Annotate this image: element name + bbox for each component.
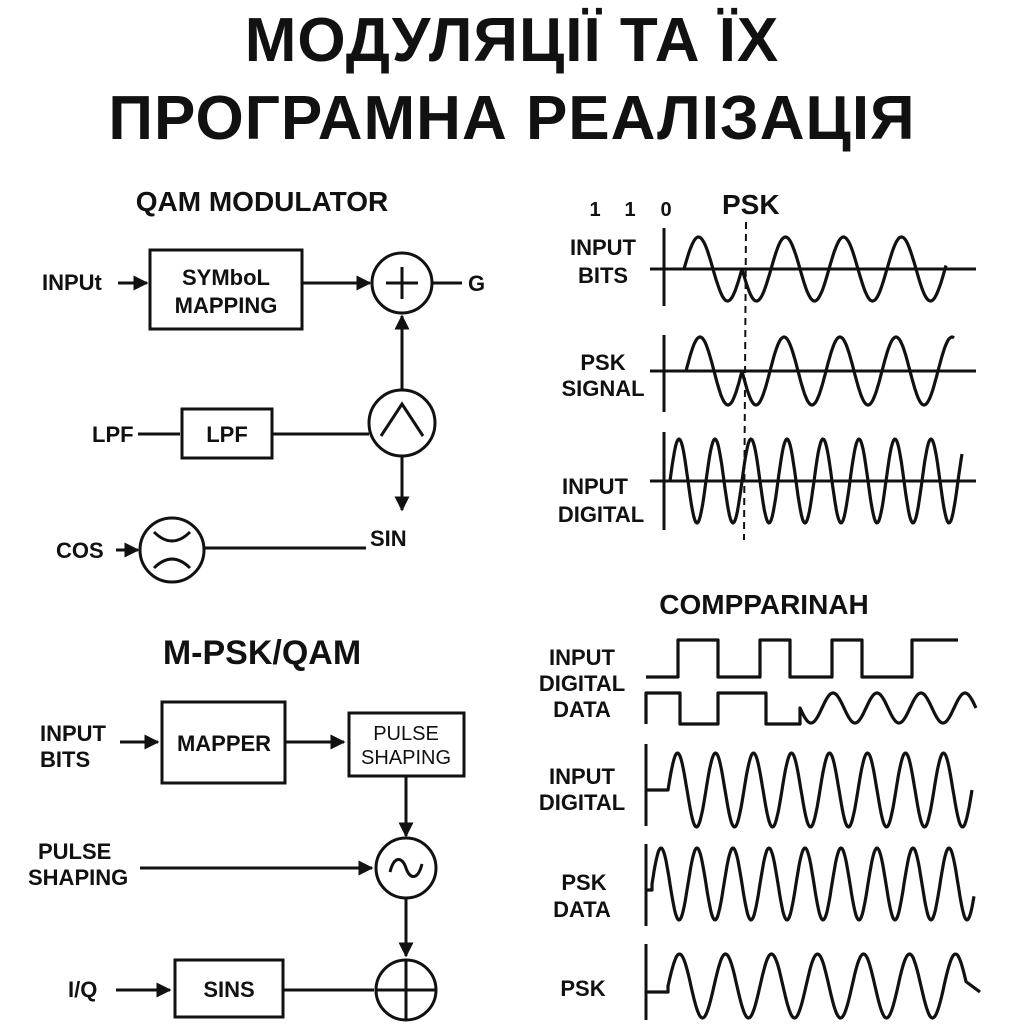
psk-sine-wave [646, 952, 981, 1020]
psk-row2-line-1: PSK [580, 350, 625, 375]
mixer-symbol [138, 516, 206, 584]
sins-label: SINS [203, 977, 254, 1002]
psk-row3-line-2: DIGITAL [558, 502, 644, 527]
pulse-box-line-2: SHAPING [361, 747, 451, 769]
symbol-mapping-line-2: MAPPING [175, 293, 278, 318]
psk-row2-line-2: SIGNAL [561, 376, 644, 401]
qam-input-label: INPUt [42, 270, 103, 295]
pulse-label-line-2: SHAPING [28, 865, 128, 890]
cmp-row1-line-1: INPUT [549, 645, 616, 670]
psk-heading: PSK [722, 189, 780, 220]
psk-section: PSK 1 1 0 INPUT BITS PSK SIGNAL INPUT DI… [558, 189, 976, 541]
bit-label-1: 1 [589, 199, 600, 221]
mpsk-qam-block: M-PSK/QAM INPUT BITS MAPPER PULSE SHAPIN… [28, 634, 466, 1022]
psk-row1-line-1: INPUT [570, 235, 637, 260]
symbol-mapping-line-1: SYMbоL [182, 265, 270, 290]
psk-row1-line-2: BITS [578, 263, 628, 288]
input-digital-sine-wave [646, 751, 974, 829]
input-digital-waveform [668, 437, 964, 525]
mpsk-input-line-2: BITS [40, 747, 90, 772]
qam-modulator-block: QAM MODULATOR INPUt SYMbоL MAPPING G LPF… [42, 186, 485, 584]
comparison-heading: COMPPARINAH [659, 589, 868, 620]
cmp-row1-line-3: DATA [553, 697, 611, 722]
cmp-row1-line-2: DIGITAL [539, 671, 625, 696]
phase-change-marker [743, 221, 747, 541]
bit-label-2: 1 [624, 199, 635, 221]
lpf-box [180, 407, 274, 460]
psk-row3-line-1: INPUT [562, 474, 629, 499]
pulse-box-line-1: PULSE [373, 723, 439, 745]
square-wave-1 [646, 638, 958, 679]
adder-symbol [370, 251, 434, 315]
cos-label: COS [56, 538, 104, 563]
sin-label: SIN [370, 526, 407, 551]
input-bits-waveform [682, 235, 948, 303]
psk-data-sine-wave [646, 846, 976, 922]
cmp-row2-line-1: INPUT [549, 764, 616, 789]
page-title-line-2: ПРОГРАМНА РЕАЛІЗАЦІЯ [108, 84, 916, 153]
cmp-row3-line-2: DATA [553, 897, 611, 922]
oscillator-symbol [374, 836, 438, 900]
comparison-section: COMPPARINAH INPUT DIGITAL DATA INPUT DIG… [539, 589, 981, 1020]
bit-label-3: 0 [660, 199, 671, 221]
mapper-label: MAPPER [177, 731, 271, 756]
lpf-label: LPF [92, 422, 134, 447]
symbol-mapping-box [148, 248, 304, 331]
sins-box [173, 958, 285, 1019]
cmp-row2-line-2: DIGITAL [539, 790, 625, 815]
lpf-box-label: LPF [206, 422, 248, 447]
iq-label: I/Q [68, 977, 97, 1002]
mapper-box [160, 700, 287, 785]
cmp-row4-line-1: PSK [560, 976, 605, 1001]
summer-symbol [374, 958, 438, 1022]
page-title-line-1: МОДУЛЯЦІЇ ТА ЇХ [244, 6, 780, 75]
pulse-label-line-1: PULSE [38, 839, 111, 864]
qam-output-label: G [468, 271, 485, 296]
mpsk-heading: M-PSK/QAM [163, 634, 361, 672]
mpsk-input-line-1: INPUT [40, 721, 107, 746]
square-then-sine-wave [644, 691, 978, 726]
psk-signal-waveform [684, 335, 955, 407]
filter-symbol [367, 388, 437, 458]
pulse-shaping-box [347, 711, 466, 778]
qam-heading: QAM MODULATOR [136, 186, 389, 217]
cmp-row3-line-1: PSK [561, 870, 606, 895]
